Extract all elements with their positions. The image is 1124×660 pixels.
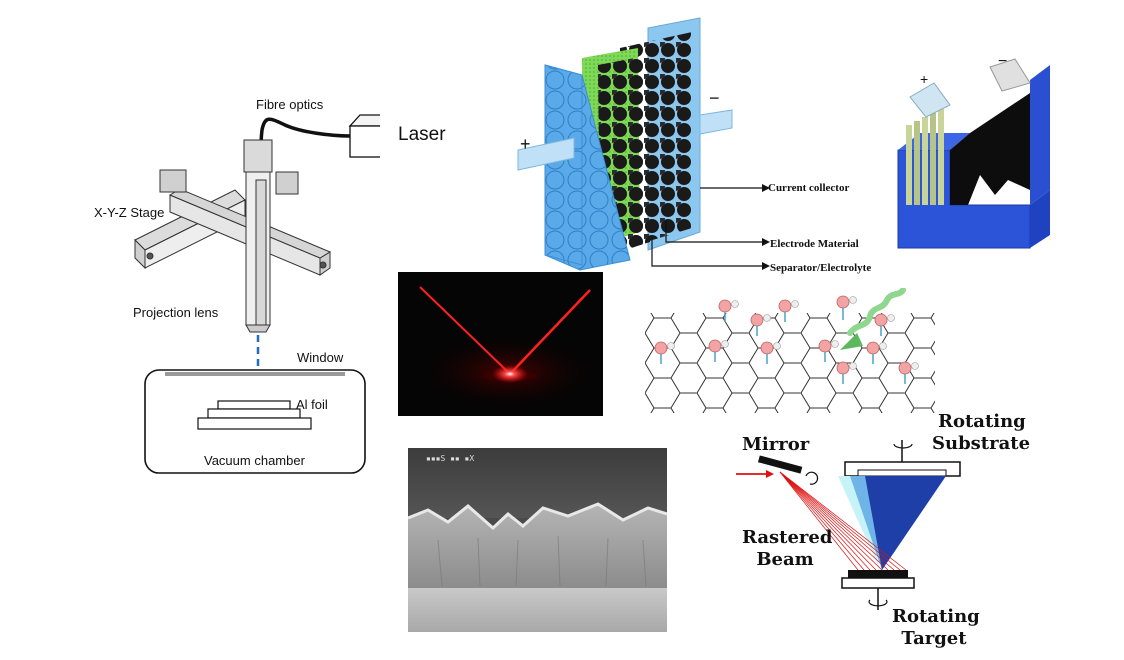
- plume-mid: [850, 476, 882, 570]
- rastered-beam-label-line1: Rastered: [742, 527, 833, 548]
- supercapacitor-diagram: + − Current collector Electrode Material…: [500, 10, 900, 285]
- negative-terminal: [699, 109, 733, 135]
- target-holder: [841, 577, 915, 589]
- battery-plus-sign: +: [920, 71, 929, 87]
- laser-label: Laser: [398, 124, 446, 145]
- mirror-label: Mirror: [742, 434, 810, 455]
- chamber-window: [165, 372, 345, 376]
- supercap-minus-sign: −: [709, 88, 720, 108]
- mirror: [757, 455, 803, 474]
- laser-setup-drawing: [134, 114, 380, 474]
- al-foil-label: Al foil: [296, 397, 328, 412]
- graphene-lattice-diagram: [645, 288, 935, 413]
- wave-arrowhead: [840, 333, 863, 350]
- current-collector-label: Current collector: [768, 182, 850, 194]
- window-label: Window: [297, 350, 344, 365]
- rastered-beam-lines: [779, 471, 907, 571]
- supercap-plus-sign: +: [520, 134, 531, 154]
- laser-box: [348, 114, 380, 158]
- hydrogen-atoms: [667, 296, 919, 370]
- reflected-laser-line: [419, 286, 511, 375]
- laser-setup-diagram: Laser Fibre optics X-Y-Z Stage Projectio…: [0, 0, 446, 480]
- electrode-material-leader: [665, 220, 762, 243]
- target: [848, 570, 908, 578]
- battery-case-side: [1030, 65, 1050, 205]
- al-foil-base: [197, 417, 312, 430]
- rotating-substrate-label-line2: Substrate: [932, 433, 1031, 454]
- functional-groups: [654, 295, 912, 375]
- battery-cutaway-diagram: + −: [890, 53, 1060, 255]
- laser-photo: [398, 272, 603, 416]
- al-foil-mid: [207, 408, 301, 419]
- sem-drawing: [408, 448, 667, 632]
- sem-micrograph: ▪▪▪S ▪▪ ▪X: [408, 448, 667, 632]
- plume-outer: [838, 476, 880, 570]
- separator-electrolyte-label: Separator/Electrolyte: [770, 262, 872, 274]
- battery-minus-tab: [989, 58, 1031, 92]
- rotating-target-label-line1: Rotating: [892, 606, 980, 627]
- battery-drawing: [897, 58, 1050, 249]
- xyz-stage: [134, 139, 332, 333]
- fibre-optic-cable: [259, 117, 351, 176]
- rotating-substrate-label-line1: Rotating: [938, 411, 1026, 432]
- light-wave: [847, 288, 906, 336]
- separator-leader: [651, 240, 762, 267]
- battery-electrode-stack: [906, 109, 944, 205]
- incident-laser-line: [509, 289, 591, 375]
- positive-terminal: [517, 137, 575, 171]
- plume-core: [865, 476, 946, 570]
- bonds: [660, 308, 906, 384]
- laser-photo-drawing: [413, 286, 603, 412]
- xyz-stage-label: X-Y-Z Stage: [94, 205, 165, 220]
- sem-substrate: [408, 588, 667, 632]
- substrate: [857, 469, 947, 477]
- sem-cross-section: [408, 504, 667, 588]
- rastered-beam-label-line2: Beam: [756, 549, 814, 570]
- rotating-target-label-line2: Target: [901, 628, 967, 649]
- battery-black-cutaway: [950, 93, 1030, 205]
- battery-plus-tab: [909, 82, 951, 118]
- battery-minus-sign: −: [998, 53, 1008, 70]
- projection-lens-label: Projection lens: [133, 305, 219, 320]
- sem-header-text: ▪▪▪S ▪▪ ▪X: [426, 454, 475, 463]
- supercapacitor-drawing: [517, 17, 770, 271]
- vacuum-chamber-label: Vacuum chamber: [204, 453, 305, 468]
- laser-spot: [492, 365, 528, 383]
- fibre-optics-label: Fibre optics: [256, 97, 324, 112]
- electrode-material-label: Electrode Material: [770, 238, 859, 250]
- graphene-drawing: [645, 288, 935, 413]
- pld-drawing: [736, 440, 961, 610]
- pld-schematic: Mirror Rotating Substrate Rastered Beam …: [730, 410, 1050, 655]
- al-foil-top: [217, 400, 291, 410]
